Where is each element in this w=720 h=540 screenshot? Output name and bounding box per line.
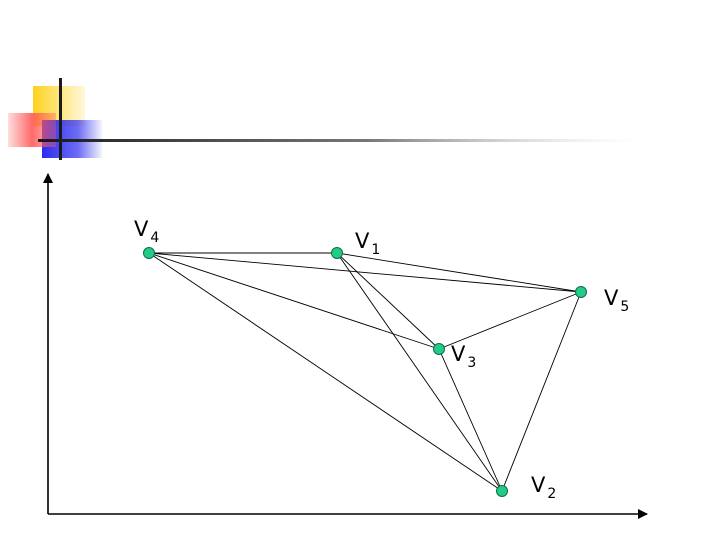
graph-edges <box>148 252 582 492</box>
vertex-label-subscript: 1 <box>371 242 380 258</box>
logo-vertical-bar <box>59 78 62 160</box>
vertex-label-letter: V <box>134 217 149 241</box>
edge-v1-v5 <box>336 252 582 293</box>
vertex-label-subscript: 5 <box>620 299 629 315</box>
edge-v4-v5 <box>148 252 582 293</box>
edge-v1-v2 <box>336 252 503 492</box>
vertex-v1 <box>331 247 343 259</box>
edge-v1-v3 <box>336 252 440 350</box>
vertex-v2 <box>496 485 508 497</box>
edge-v3-v5 <box>438 291 582 350</box>
vertex-v3 <box>433 343 445 355</box>
title-rule-line <box>38 139 638 142</box>
vertex-label-letter: V <box>355 229 370 253</box>
vertex-label-letter: V <box>604 286 619 310</box>
vertex-v5 <box>575 286 587 298</box>
vertex-label-letter: V <box>531 473 546 497</box>
vertex-label-letter: V <box>451 342 466 366</box>
graph-nodes <box>143 247 587 497</box>
slide-logo <box>8 78 638 160</box>
vertex-label-subscript: 3 <box>467 355 476 371</box>
vertex-label-subscript: 2 <box>547 486 556 502</box>
edge-v5-v2 <box>501 291 582 492</box>
edge-v4-v3 <box>148 252 440 350</box>
vertex-label-subscript: 4 <box>150 230 159 246</box>
edge-v3-v2 <box>438 348 503 492</box>
edge-v4-v2 <box>148 252 503 492</box>
vertex-v4 <box>143 247 155 259</box>
